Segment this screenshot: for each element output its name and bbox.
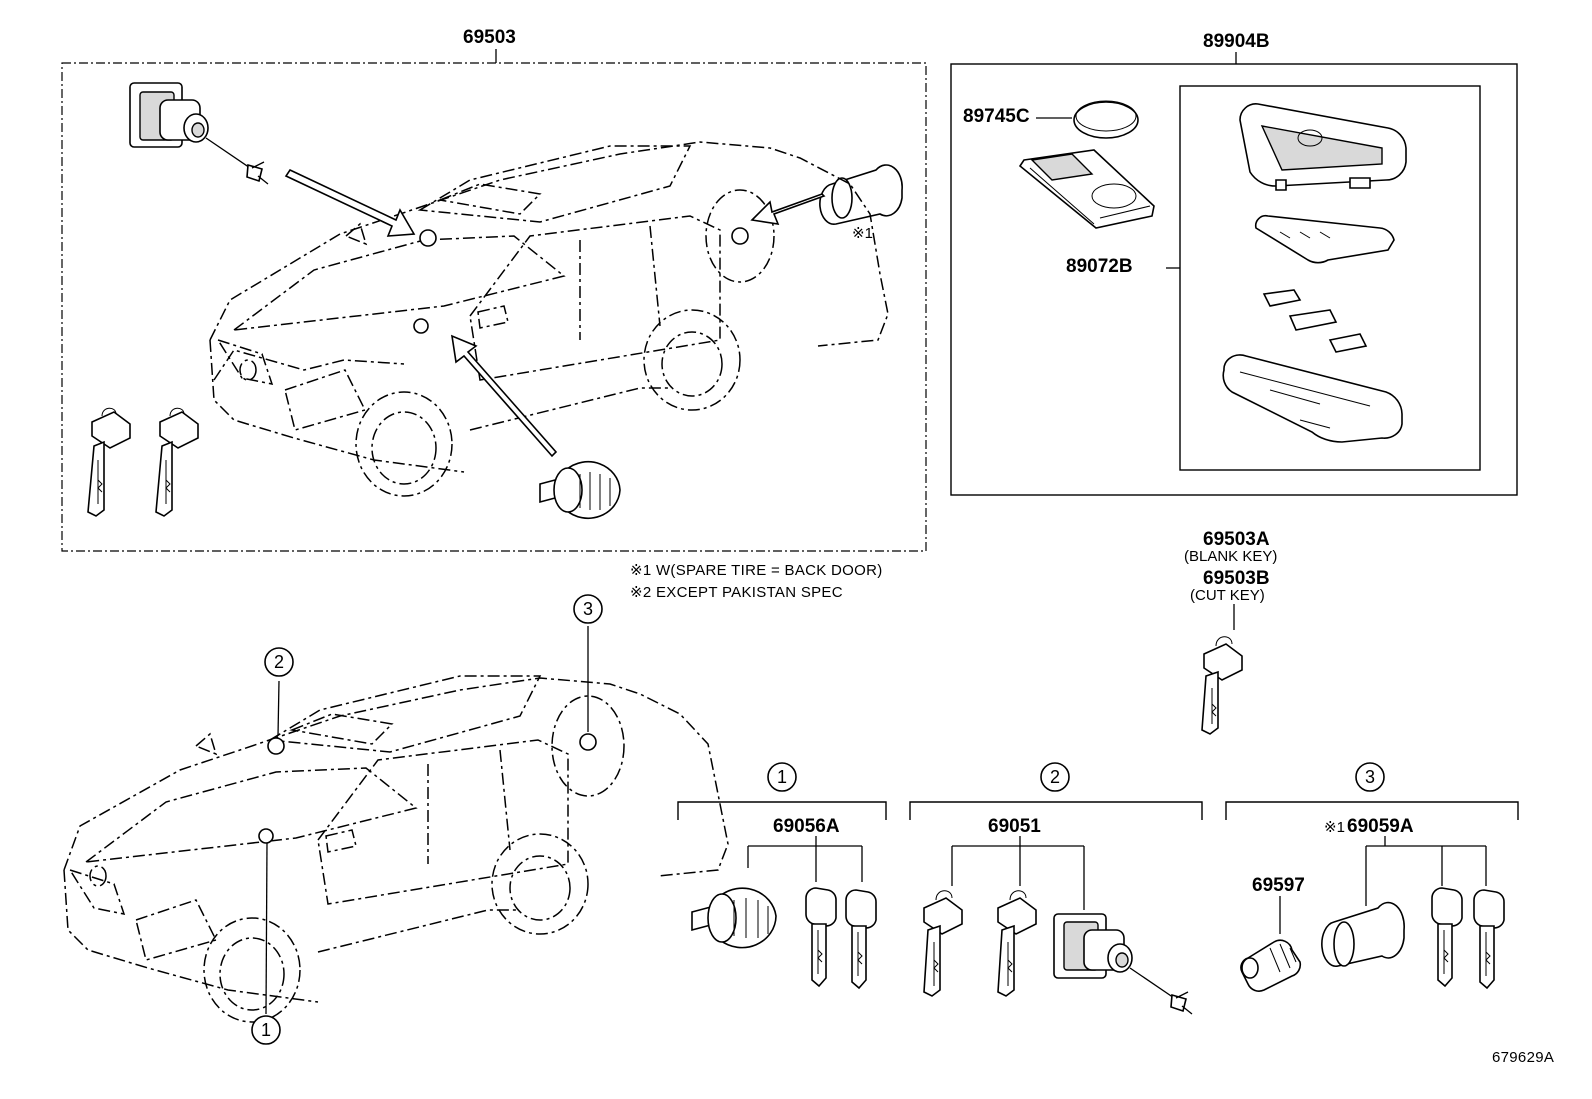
back-door-cylinder-illustration: ※1 [819,164,903,242]
part-number-battery: 89745C [963,106,1030,127]
callout-2-top: 2 [264,647,294,677]
key-fob-buttons-illustration [1262,289,1368,353]
lock-set-group: 69503 ※1 [61,27,927,552]
part-number-cylinder-set-3: 69059A [1347,816,1414,837]
blank-key-note: (BLANK KEY) [1184,548,1277,565]
note1-mark-cylinder-set-3: ※1 [1324,819,1345,836]
emergency-key-illustration [1201,636,1243,735]
blank-cut-key-group: 69503A (BLANK KEY) 69503B (CUT KEY) [1184,529,1277,735]
part-number-cylinder-set-1: 69056A [773,816,840,837]
spare-tire-cylinder-illustration [1240,939,1302,992]
key-fob-case-illustration [1222,354,1403,443]
key-fob-top-illustration [1239,103,1407,191]
part-number-lock-set: 69503 [463,27,516,48]
callout-3-label: 3 [1365,767,1375,787]
part-number-cylinder-set-2: 69051 [988,816,1041,837]
key-1-set-3 [1431,887,1463,988]
ignition-cylinder-illustration [539,460,621,520]
part-number-transmitter-assy: 89904B [1203,31,1270,52]
keys-illustration [87,407,199,517]
transmitter-group: 89904B 89745C 89072B [950,31,1518,496]
callout-2-label: 2 [1050,767,1060,787]
illustration-id: 679629A [1492,1049,1554,1066]
part-number-blank-key: 69503A [1203,529,1270,550]
svg-text:3: 3 [583,599,593,619]
vehicle-illustration-bottom: 2 1 3 [63,594,729,1045]
ignition-cylinder-set-1 [691,887,777,949]
spare-cover-illustration [1321,901,1405,968]
part-number-transmitter-sub: 89072B [1066,256,1133,277]
door-lock-cylinder-illustration [129,82,269,185]
lock-set-frame [61,62,927,552]
cut-key-note: (CUT KEY) [1190,587,1265,604]
part-number-spare-cylinder: 69597 [1252,875,1305,896]
callout-1-bottom: 1 [251,1015,281,1045]
key-2-set-3 [1473,889,1505,990]
key-1-set-2 [923,890,963,997]
cylinder-set-2-group: 2 69051 [909,762,1203,1015]
transmitter-frame [950,63,1518,496]
note1-mark-back-door: ※1 [852,225,873,242]
door-cylinder-set-2 [1053,913,1193,1015]
vehicle-illustration-top [209,141,889,497]
key-2-set-1 [845,889,877,990]
key-2-set-2 [997,890,1037,997]
cylinder-set-1-group: 1 69056A [677,762,887,990]
cylinder-set-3-group: 3 ※1 69059A 69597 [1225,762,1519,992]
callout-1-label: 1 [777,767,787,787]
transmitter-inner-frame [1179,85,1481,471]
svg-text:1: 1 [261,1020,271,1040]
note-2: ※2 EXCEPT PAKISTAN SPEC [630,584,843,601]
callout-3-top: 3 [573,594,603,624]
svg-text:2: 2 [274,652,284,672]
battery-illustration [1073,101,1139,139]
key-fob-frame-illustration [1254,214,1395,264]
note-1: ※1 W(SPARE TIRE = BACK DOOR) [630,562,883,579]
key-1-set-1 [805,887,837,988]
part-number-cut-key: 69503B [1203,568,1270,589]
circuit-board-illustration [1018,149,1155,229]
